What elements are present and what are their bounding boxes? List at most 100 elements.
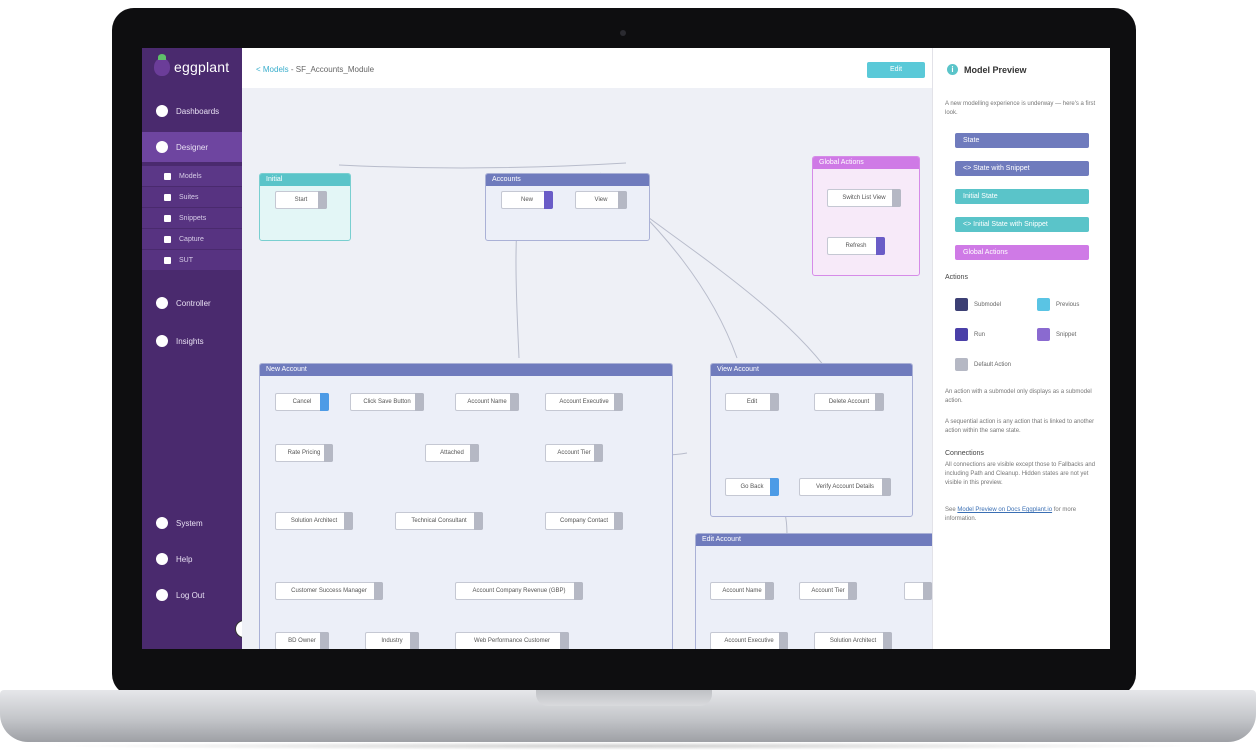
action-go-back[interactable]: Go Back	[725, 478, 779, 496]
info-icon: i	[947, 64, 958, 75]
sidebar-subitem-capture[interactable]: Capture	[142, 229, 242, 249]
system-icon	[156, 517, 168, 529]
designer-icon	[156, 141, 168, 153]
sut-icon	[164, 256, 171, 264]
panel-intro: A new modelling experience is underway —…	[945, 101, 1096, 116]
sidebar-item-designer[interactable]: Designer	[142, 132, 242, 162]
state-accounts[interactable]: Accounts New View	[485, 173, 650, 241]
action-account-executive[interactable]: Account Executive	[545, 393, 623, 411]
state-initial[interactable]: Initial Start	[259, 173, 351, 241]
sidebar-subitem-suites[interactable]: Suites	[142, 187, 242, 207]
state-new-account[interactable]: New Account Cancel Click Save Button Acc…	[259, 363, 673, 649]
action-key-default: Default Action	[955, 358, 1011, 371]
laptop-shadow	[40, 742, 1216, 750]
panel-note-submodel: An action with a submodel only displays …	[945, 389, 1092, 404]
docs-link[interactable]: Model Preview on Docs Eggplant.io	[957, 507, 1053, 513]
action-key-submodel: Submodel	[955, 298, 1001, 311]
snippet-icon	[1037, 328, 1050, 341]
state-edit-account[interactable]: Edit Account Account Name Account Tier A…	[695, 533, 932, 649]
camera	[620, 30, 626, 36]
legend-initial-state-with-snippet: <> Initial State with Snippet	[955, 217, 1089, 232]
action-account-name[interactable]: Account Name	[455, 393, 519, 411]
model-preview-panel: i Model Preview A new modelling experien…	[932, 48, 1110, 649]
sidebar-subitem-sut[interactable]: SUT	[142, 250, 242, 270]
action-key-run: Run	[955, 328, 985, 341]
logo-text: eggplant	[174, 59, 230, 75]
app-screen: eggplant Dashboards Designer Models Suit…	[142, 48, 1110, 649]
sidebar: eggplant Dashboards Designer Models Suit…	[142, 48, 242, 649]
action-start[interactable]: Start	[275, 191, 327, 209]
action-technical-consultant[interactable]: Technical Consultant	[395, 512, 483, 530]
action-attached[interactable]: Attached	[425, 444, 479, 462]
panel-note-sequential: A sequential action is any action that i…	[945, 419, 1095, 434]
previous-icon	[1037, 298, 1050, 311]
connections-heading: Connections	[945, 450, 984, 457]
model-canvas[interactable]: Initial Start Accounts New View Global A…	[242, 88, 932, 649]
header: < Models - SF_Accounts_Module Edit	[242, 48, 932, 88]
action-key-previous: Previous	[1037, 298, 1079, 311]
snippets-icon	[164, 214, 171, 222]
action-customer-success-manager[interactable]: Customer Success Manager	[275, 582, 383, 600]
logout-icon	[156, 589, 168, 601]
action-account-tier[interactable]: Account Tier	[545, 444, 603, 462]
action-new[interactable]: New	[501, 191, 553, 209]
suites-icon	[164, 193, 171, 201]
action-edit-account-tier[interactable]: Account Tier	[799, 582, 857, 600]
breadcrumb-back-link[interactable]: < Models	[256, 65, 289, 74]
action-edit-account-executive[interactable]: Account Executive	[710, 632, 788, 649]
action-delete-account[interactable]: Delete Account	[814, 393, 884, 411]
action-cancel[interactable]: Cancel	[275, 393, 329, 411]
action-key-snippet: Snippet	[1037, 328, 1076, 341]
action-refresh[interactable]: Refresh	[827, 237, 885, 255]
default-action-icon	[955, 358, 968, 371]
action-click-save-button[interactable]: Click Save Button	[350, 393, 424, 411]
actions-heading: Actions	[945, 274, 968, 281]
breadcrumb: < Models - SF_Accounts_Module	[256, 65, 374, 74]
sidebar-item-insights[interactable]: Insights	[142, 326, 242, 356]
action-solution-architect[interactable]: Solution Architect	[275, 512, 353, 530]
legend-global-actions: Global Actions	[955, 245, 1089, 260]
sidebar-item-system[interactable]: System	[142, 508, 242, 538]
sidebar-item-help[interactable]: Help	[142, 544, 242, 574]
eggplant-logo-icon	[154, 54, 170, 76]
action-edit[interactable]: Edit	[725, 393, 779, 411]
legend-state: State	[955, 133, 1089, 148]
action-switch-list-view[interactable]: Switch List View	[827, 189, 901, 207]
action-edit-account-name[interactable]: Account Name	[710, 582, 774, 600]
action-bd-owner[interactable]: BD Owner	[275, 632, 329, 649]
panel-see-more: See Model Preview on Docs Eggplant.io fo…	[945, 507, 1077, 522]
action-edit-more[interactable]	[904, 582, 932, 600]
run-icon	[955, 328, 968, 341]
edit-button[interactable]: Edit	[867, 62, 925, 78]
sidebar-item-controller[interactable]: Controller	[142, 288, 242, 318]
laptop-notch	[536, 690, 712, 706]
capture-icon	[164, 235, 171, 243]
models-icon	[164, 172, 171, 180]
sidebar-item-dashboards[interactable]: Dashboards	[142, 96, 242, 126]
logo[interactable]: eggplant	[154, 54, 230, 76]
controller-icon	[156, 297, 168, 309]
action-view[interactable]: View	[575, 191, 627, 209]
sidebar-item-logout[interactable]: Log Out	[142, 580, 242, 610]
action-web-performance-customer[interactable]: Web Performance Customer	[455, 632, 569, 649]
state-view-account[interactable]: View Account Edit Delete Account Go Back…	[710, 363, 913, 517]
state-global-actions[interactable]: Global Actions Switch List View Refresh	[812, 156, 920, 276]
panel-title: i Model Preview	[947, 64, 1027, 75]
help-icon	[156, 553, 168, 565]
insights-icon	[156, 335, 168, 347]
edge-start-to-new	[338, 162, 627, 169]
action-account-company-revenue[interactable]: Account Company Revenue (GBP)	[455, 582, 583, 600]
legend-state-with-snippet: <> State with Snippet	[955, 161, 1089, 176]
action-verify-account-details[interactable]: Verify Account Details	[799, 478, 891, 496]
dashboard-icon	[156, 105, 168, 117]
panel-note-connections: All connections are visible except those…	[945, 462, 1096, 486]
action-rate-pricing[interactable]: Rate Pricing	[275, 444, 333, 462]
sidebar-subitem-snippets[interactable]: Snippets	[142, 208, 242, 228]
submodel-icon	[955, 298, 968, 311]
legend-initial-state: Initial State	[955, 189, 1089, 204]
action-industry[interactable]: Industry	[365, 632, 419, 649]
sidebar-subitem-models[interactable]: Models	[142, 166, 242, 186]
action-company-contact[interactable]: Company Contact	[545, 512, 623, 530]
action-edit-solution-architect[interactable]: Solution Architect	[814, 632, 892, 649]
breadcrumb-current: - SF_Accounts_Module	[288, 65, 375, 74]
